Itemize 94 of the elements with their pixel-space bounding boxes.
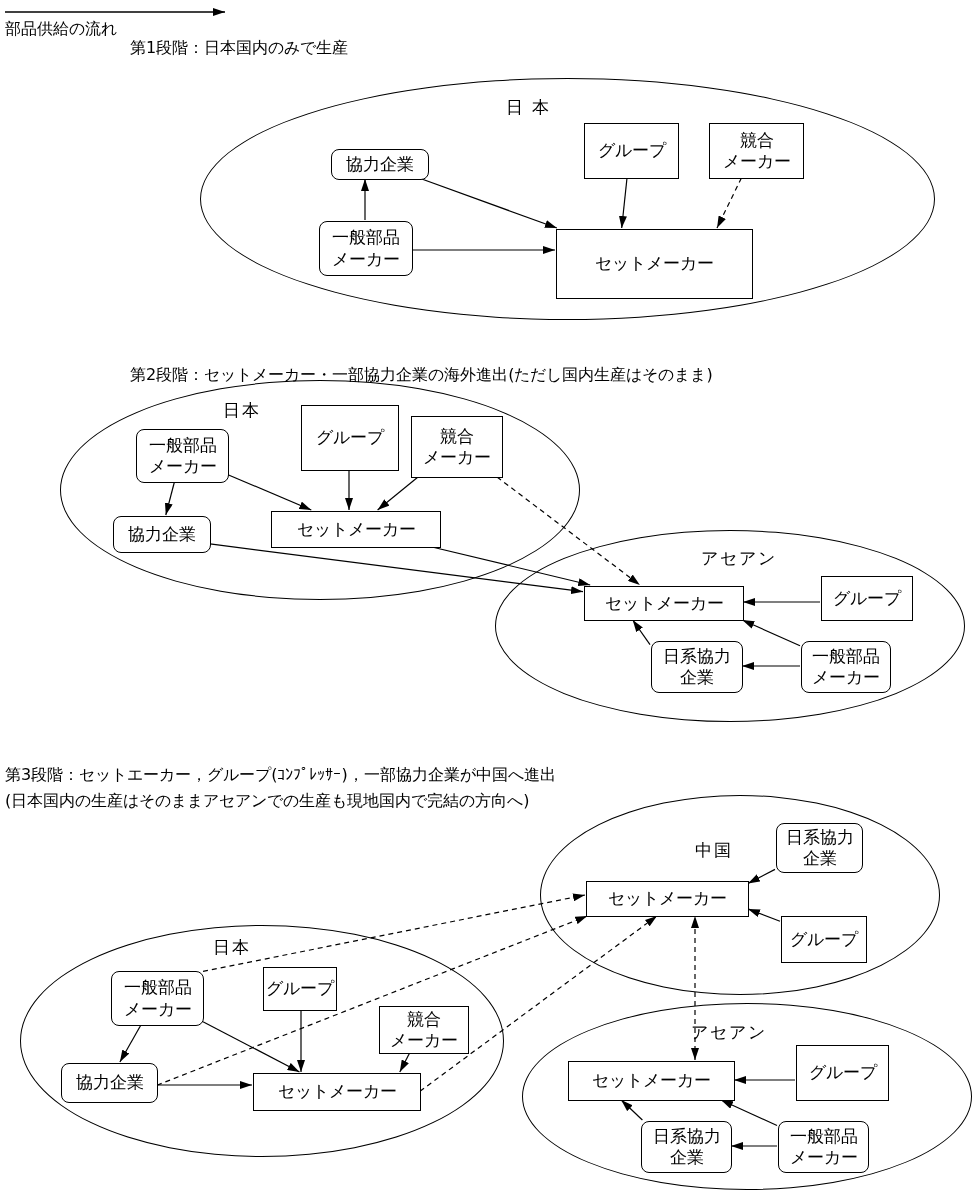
company-box (568, 1061, 735, 1101)
node-label: セットメーカー (592, 1070, 711, 1092)
arrow (691, 915, 699, 1061)
arrow (156, 915, 588, 1086)
company-box (584, 123, 679, 179)
company-box (411, 416, 503, 478)
stage-heading: 第3段階：セットエーカー，グループ(ｺﾝﾌﾟﾚｯｻｰ)，一部協力企業が中国へ進出 (5, 765, 556, 786)
company-box (271, 511, 441, 548)
company-box (709, 123, 804, 179)
company-box (776, 823, 863, 873)
arrow (720, 1099, 778, 1127)
arrow (202, 893, 586, 972)
arrow (421, 178, 558, 229)
company-box (586, 881, 749, 917)
company-box (263, 967, 337, 1011)
node-label: 競合メーカー (423, 425, 491, 469)
arrow (156, 1081, 253, 1089)
company-box (778, 1121, 869, 1173)
region-label: アセアン (701, 547, 777, 570)
company-box (801, 641, 891, 693)
company-box (319, 221, 413, 276)
arrow (730, 1142, 778, 1150)
company-box (331, 149, 429, 180)
node-label: 競合メーカー (722, 129, 791, 173)
arrow (209, 543, 584, 595)
region-label: 日 本 (506, 96, 552, 119)
company-box (379, 1006, 469, 1054)
region-label: 中国 (695, 839, 733, 862)
region-ellipse (522, 1003, 972, 1190)
arrow (742, 598, 821, 606)
arrow (297, 1009, 305, 1073)
node-label: グループ (790, 928, 858, 951)
stage-heading: (日本国内の生産はそのままアセアンでの生産も現地国内で完結の方向へ) (5, 791, 530, 812)
node-label: 日系協力企業 (652, 1125, 721, 1169)
node-label: 協力企業 (346, 153, 414, 176)
node-label: 日系協力企業 (663, 645, 731, 689)
arrow (411, 246, 556, 254)
arrow (741, 662, 801, 670)
arrow (361, 178, 369, 221)
company-box (113, 516, 211, 553)
node-label: 協力企業 (128, 523, 196, 546)
arrow (747, 908, 781, 922)
node-label: セットメーカー (608, 888, 727, 910)
arrow (399, 1052, 411, 1073)
node-label: セットメーカー (604, 592, 724, 615)
node-label: グループ (266, 978, 334, 1000)
company-box (556, 229, 753, 299)
arrow (747, 868, 776, 884)
company-box (61, 1063, 158, 1103)
company-box (111, 971, 204, 1026)
arrow (345, 469, 353, 511)
company-box (641, 1121, 732, 1173)
arrow (619, 177, 628, 229)
arrow (119, 1024, 142, 1063)
node-label: セットメーカー (296, 518, 416, 541)
node-label: セットメーカー (595, 253, 714, 275)
arrow (419, 915, 658, 1092)
node-label: 一般部品メーカー (123, 977, 192, 1020)
region-label: 日本 (223, 399, 261, 422)
company-box (584, 586, 744, 621)
arrow (377, 476, 419, 511)
node-label: グループ (808, 1062, 877, 1084)
node-label: 協力企業 (75, 1072, 144, 1094)
arrow (741, 619, 801, 647)
node-label: グループ (833, 587, 901, 610)
company-box (821, 576, 913, 621)
stage-heading: 第2段階：セットメーカー・一部協力企業の海外進出(ただし国内生産はそのまま) (130, 365, 713, 386)
arrow (632, 619, 651, 646)
node-label: グループ (316, 427, 384, 449)
company-box (796, 1045, 889, 1101)
node-label: セットメーカー (277, 1081, 397, 1103)
arrow (716, 177, 742, 229)
region-label: アセアン (691, 1021, 767, 1044)
stage-heading: 第1段階：日本国内のみで生産 (130, 38, 349, 59)
arrow (164, 481, 175, 516)
node-label: 一般部品メーカー (148, 434, 217, 478)
node-label: グループ (597, 140, 666, 162)
node-label: 一般部品メーカー (812, 645, 880, 689)
company-box (253, 1073, 421, 1111)
company-box (136, 429, 229, 483)
node-label: 競合メーカー (390, 1008, 458, 1052)
arrow (202, 1021, 301, 1073)
company-box (781, 916, 867, 963)
arrow (227, 474, 312, 511)
company-box (301, 405, 399, 471)
node-label: 一般部品メーカー (789, 1125, 858, 1169)
arrow (496, 476, 641, 586)
company-box (651, 641, 743, 693)
region-label: 日本 (213, 936, 251, 959)
node-label: 日系協力企業 (785, 826, 854, 870)
arrow (733, 1076, 796, 1084)
node-label: 一般部品メーカー (332, 227, 400, 270)
legend-label: 部品供給の流れ (5, 19, 117, 40)
arrow (620, 1099, 643, 1121)
